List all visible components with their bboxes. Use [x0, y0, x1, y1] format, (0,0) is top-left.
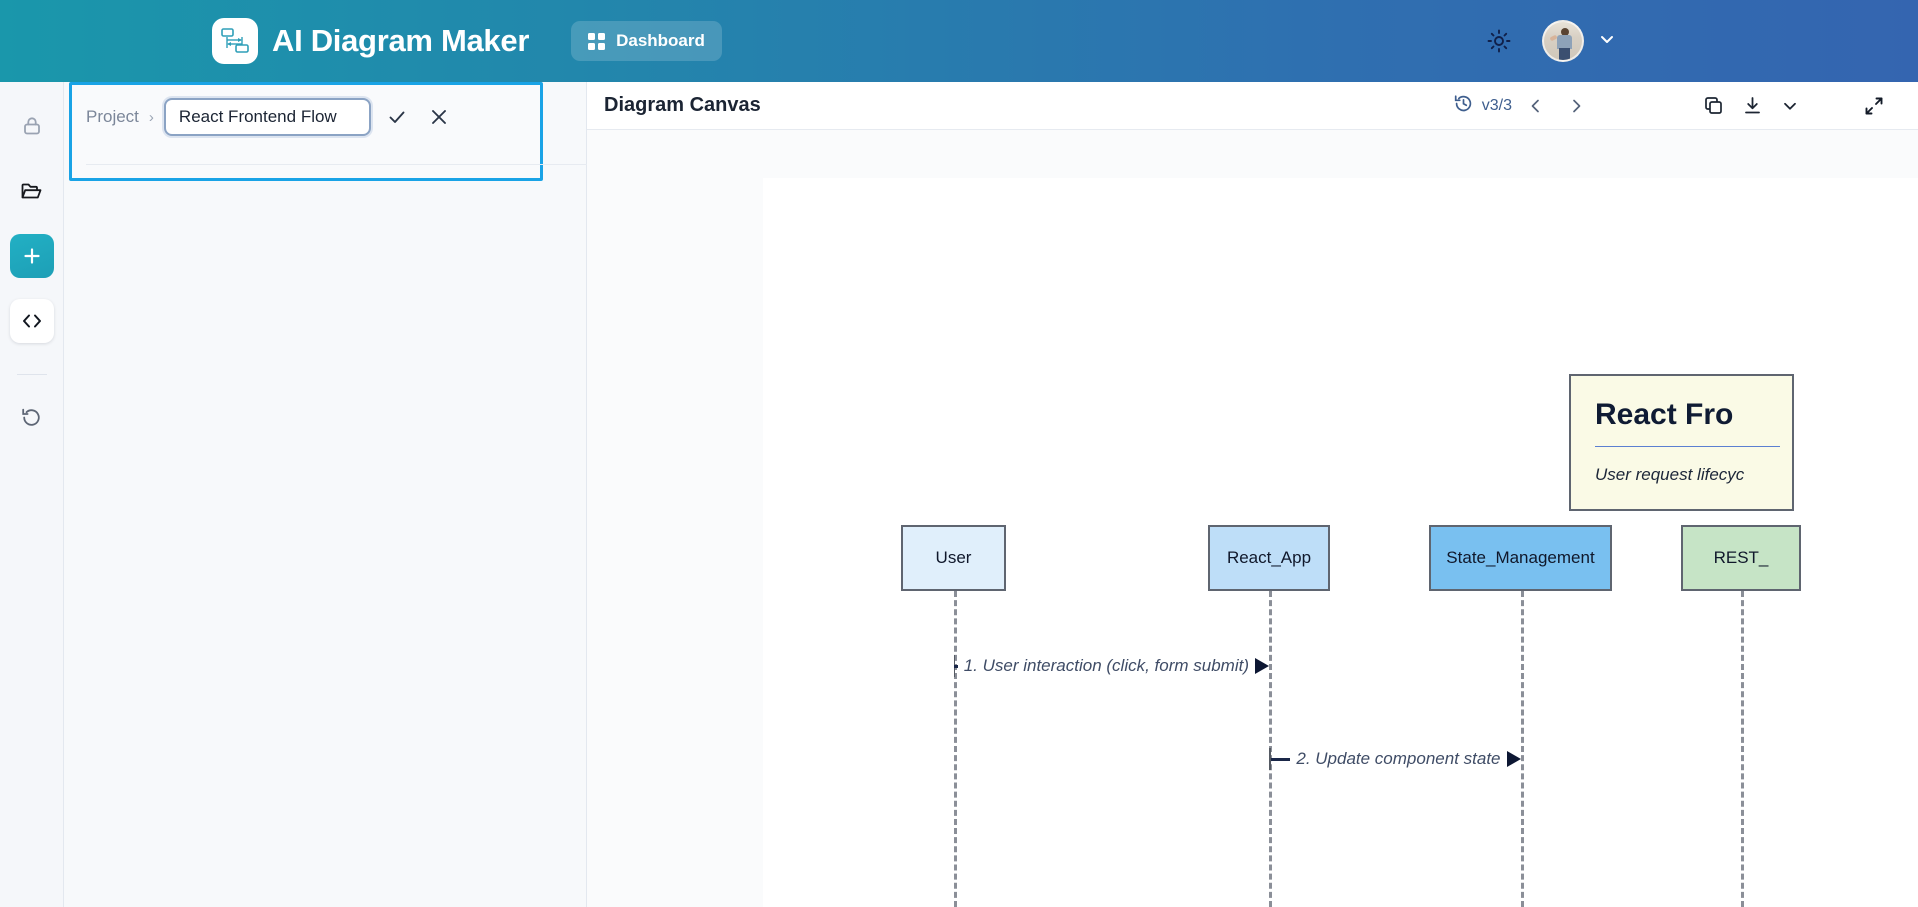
brand-name: AI Diagram Maker — [272, 23, 530, 58]
download-button[interactable] — [1735, 88, 1770, 123]
icon-rail — [0, 82, 64, 907]
rail-divider — [16, 374, 47, 375]
message-label: 2. Update component state — [1296, 749, 1501, 768]
sun-icon[interactable] — [1482, 24, 1516, 58]
message-source-tick — [1269, 748, 1271, 770]
next-version-button[interactable] — [1560, 90, 1592, 122]
participant-box[interactable]: REST_ — [1681, 525, 1801, 591]
sequence-message[interactable]: 1. User interaction (click, form submit) — [953, 654, 1269, 678]
diagram-title-heading: React Fro — [1595, 398, 1734, 431]
header-actions — [1482, 20, 1616, 62]
copy-button[interactable] — [1696, 88, 1731, 123]
participant-box[interactable]: State_Management — [1429, 525, 1612, 591]
diagram-logo-icon — [212, 18, 258, 64]
participant-box[interactable]: React_App — [1208, 525, 1330, 591]
diagram-title-card: React Fro User request lifecyc — [1569, 374, 1794, 511]
sidebar-item-history[interactable] — [10, 395, 54, 439]
canvas-body[interactable]: React Fro User request lifecyc User React… — [587, 130, 1918, 907]
message-arrow-icon — [1506, 751, 1521, 767]
cancel-rename-button[interactable] — [423, 101, 455, 133]
canvas-column: Diagram Canvas v3/3 — [587, 82, 1918, 907]
version-group: v3/3 — [1453, 90, 1592, 122]
history-clock-icon — [1453, 93, 1474, 119]
participant-label: User — [935, 548, 972, 567]
chevron-down-icon — [1598, 30, 1616, 53]
diagram-title-subtitle: User request lifecyc — [1595, 465, 1745, 484]
project-name-input[interactable] — [163, 98, 371, 136]
dashboard-label: Dashboard — [616, 31, 705, 50]
breadcrumb-project-label[interactable]: Project — [86, 107, 139, 126]
breadcrumb: Project › — [86, 98, 455, 136]
participant-label: REST_ — [1713, 548, 1769, 567]
version-label: v3/3 — [1481, 96, 1512, 114]
participant-box[interactable]: User — [901, 525, 1006, 591]
participant-lifeline — [953, 591, 957, 907]
app-header: AI Diagram Maker Dashboard — [0, 0, 1918, 82]
sidebar-item-new-diagram[interactable] — [9, 234, 54, 278]
canvas-tool-group: v3/3 — [1453, 88, 1892, 124]
diagram-title-rule — [1595, 446, 1780, 447]
brand: AI Diagram Maker — [212, 18, 529, 64]
dashboard-button[interactable]: Dashboard — [571, 21, 722, 61]
participant-lifeline — [1520, 591, 1524, 907]
message-line — [1270, 757, 1291, 761]
sidebar-item-folder[interactable] — [10, 169, 54, 213]
grid-icon — [588, 32, 606, 50]
confirm-rename-button[interactable] — [381, 101, 413, 133]
project-panel: Project › — [64, 82, 1516, 907]
user-menu[interactable] — [1542, 20, 1616, 62]
breadcrumb-separator: › — [148, 108, 154, 126]
avatar — [1542, 20, 1584, 62]
sidebar-item-code-view[interactable] — [9, 299, 54, 343]
canvas-toolbar: Diagram Canvas v3/3 — [587, 82, 1918, 130]
page-title: Diagram Canvas — [604, 94, 761, 116]
participant-label: React_App — [1226, 548, 1312, 567]
message-line — [953, 664, 958, 668]
sidebar-item-lock[interactable] — [10, 104, 54, 148]
participant-lifeline — [1741, 591, 1744, 907]
prev-version-button[interactable] — [1520, 90, 1552, 122]
diagram-surface[interactable]: React Fro User request lifecyc User React… — [763, 178, 1918, 907]
download-options-button[interactable] — [1774, 90, 1806, 122]
participant-label: State_Management — [1446, 548, 1595, 567]
message-arrow-icon — [1255, 658, 1269, 674]
message-label: 1. User interaction (click, form submit) — [963, 656, 1249, 675]
fullscreen-button[interactable] — [1856, 88, 1892, 124]
sequence-message[interactable]: 2. Update component state — [1269, 747, 1521, 771]
